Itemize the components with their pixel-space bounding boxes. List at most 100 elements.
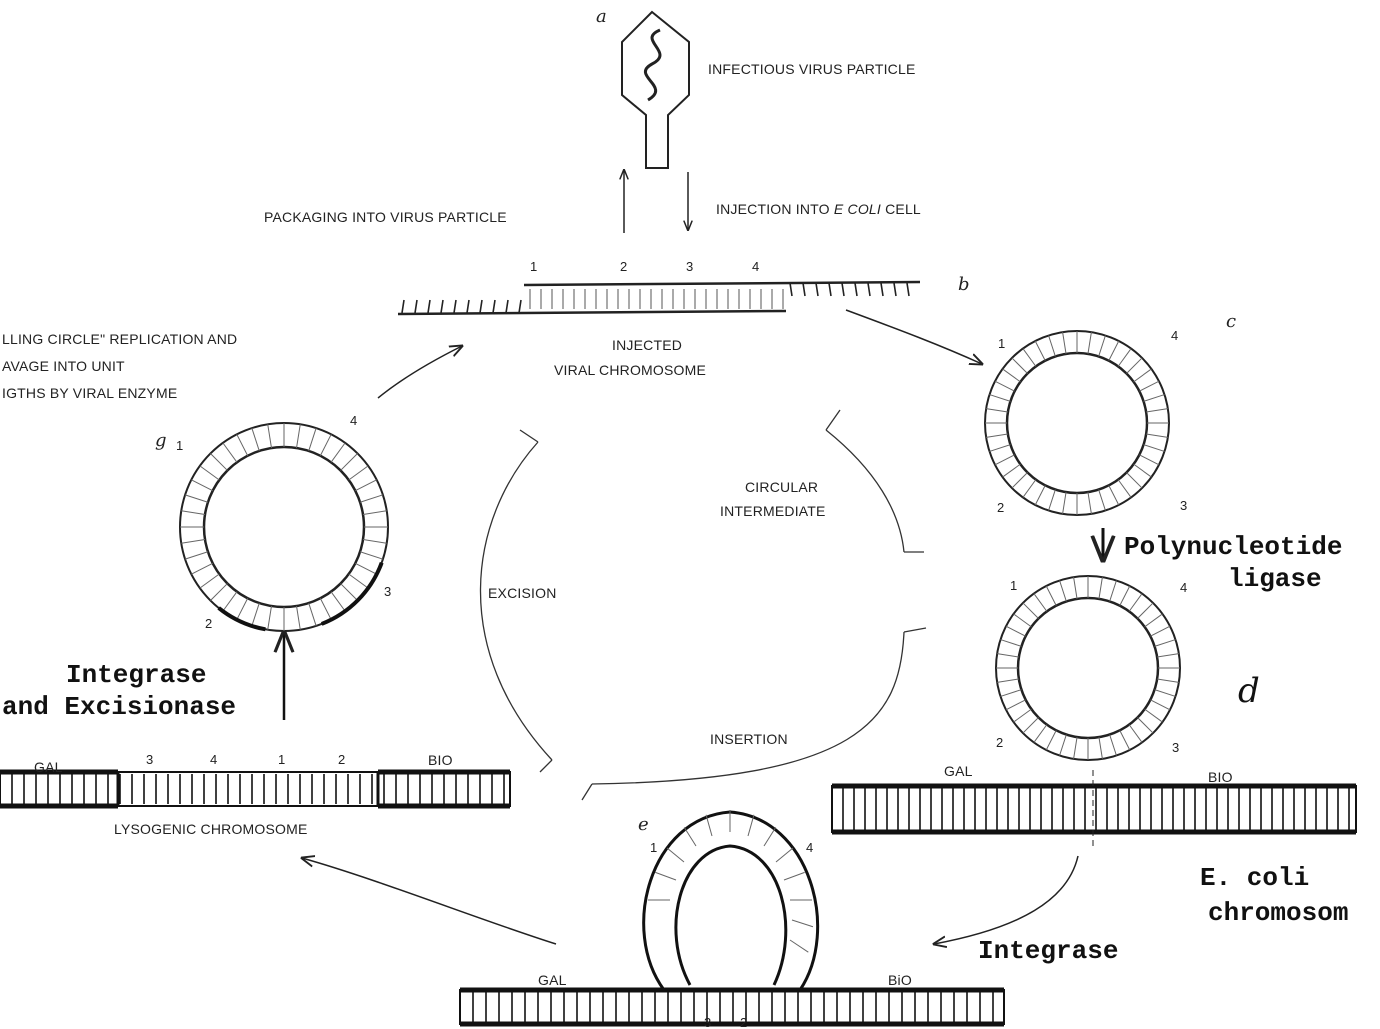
b-single-tick <box>480 300 482 313</box>
rolling-circle-line-2: AVAGE INTO UNIT <box>2 358 125 374</box>
ring-segment <box>986 409 1008 412</box>
ring-segment <box>363 511 387 515</box>
ring-segment <box>1110 581 1117 602</box>
bar-outline <box>0 772 510 806</box>
arrow-b-to-c <box>846 310 982 364</box>
ring-segment <box>309 428 316 451</box>
b-mark-2: 2 <box>620 259 627 274</box>
ring-segment <box>355 480 376 491</box>
ring-segment <box>320 598 331 619</box>
ring-segment <box>1129 725 1142 743</box>
ring-segment <box>185 552 208 559</box>
ring-segment <box>1120 586 1130 606</box>
ring-segment <box>237 434 248 455</box>
ring-segment <box>1109 485 1119 505</box>
ring-segment <box>1144 445 1165 452</box>
ring-segment <box>1129 594 1142 612</box>
ring-segment <box>1003 464 1021 477</box>
ring-segment <box>1023 717 1039 733</box>
ring-inner <box>204 447 364 607</box>
ring-segment <box>1063 492 1066 514</box>
injected-label-1: INJECTED <box>612 337 682 353</box>
label-d: d <box>1238 671 1260 711</box>
ring-segment <box>341 584 358 601</box>
c-mark-4: 4 <box>1171 328 1178 343</box>
ring-segment <box>349 574 368 588</box>
ring-segment <box>1035 341 1045 361</box>
ring-segment <box>341 453 358 470</box>
ring-segment <box>349 466 368 480</box>
ring-segment <box>1110 735 1117 756</box>
ring-segment <box>223 592 237 611</box>
integrase-label: Integrase <box>978 936 1118 966</box>
bar-outline <box>832 786 1356 832</box>
ring-segment <box>1099 490 1106 511</box>
lysogenic-label: LYSOGENIC CHROMOSOME <box>114 821 308 837</box>
ring-segment <box>1060 735 1067 756</box>
ring-segment <box>252 603 259 626</box>
ring-segment <box>1049 336 1056 357</box>
ring-segment <box>200 466 219 480</box>
ring-segment <box>331 592 345 611</box>
loop-segment <box>790 940 808 952</box>
b-single-tick <box>441 300 443 313</box>
circle-g <box>180 423 388 631</box>
bottom-chromosome <box>460 990 1004 1024</box>
b-mark-3: 3 <box>686 259 693 274</box>
ring-segment <box>191 563 212 574</box>
ring-segment <box>297 606 301 630</box>
b-single-tick <box>454 300 456 313</box>
rolling-circle-line-1: LLING CIRCLE" REPLICATION AND <box>2 331 237 347</box>
lyso-mark-2: 2 <box>338 752 345 767</box>
ring-segment <box>309 603 316 626</box>
loop-segment <box>706 815 712 836</box>
loop-segment <box>792 920 813 927</box>
ring-segment <box>1157 679 1179 682</box>
packaging-label: PACKAGING INTO VIRUS PARTICLE <box>264 209 507 225</box>
ring-segment <box>1074 737 1077 759</box>
ring-segment <box>210 453 227 470</box>
e-mark-2: 2 <box>740 1015 747 1029</box>
c-mark-1: 1 <box>998 336 1005 351</box>
ring-segment <box>1137 717 1153 733</box>
b-single-tick <box>803 283 805 296</box>
label-a: a <box>596 6 607 27</box>
ring-segment <box>997 679 1019 682</box>
ring-inner <box>1007 353 1147 493</box>
ring-segment <box>995 381 1015 391</box>
d-mark-2: 2 <box>996 735 1003 750</box>
d-mark-4: 4 <box>1180 580 1187 595</box>
arrow-d-to-e <box>934 856 1078 944</box>
label-b: b <box>958 274 970 295</box>
loop-inner <box>676 846 786 985</box>
ring-segment <box>1145 709 1163 722</box>
ring-segment <box>1014 614 1032 627</box>
ring-segment <box>1145 614 1163 627</box>
bottom-bio: BiO <box>888 972 912 988</box>
ring-segment <box>252 428 259 451</box>
ring-segment <box>1063 332 1066 354</box>
circle-d <box>996 576 1180 760</box>
d-mark-1: 1 <box>1010 578 1017 593</box>
label-g: g <box>155 430 167 451</box>
b-single-tick <box>415 300 417 313</box>
b-single-tick <box>894 283 896 296</box>
b-single-tick <box>402 300 404 313</box>
b-single-tick <box>467 300 469 313</box>
ring-segment <box>1034 725 1047 743</box>
cycle-arcs <box>480 410 926 800</box>
loop-segment <box>655 872 676 880</box>
loop-segment <box>784 872 805 880</box>
loop-segment <box>764 827 776 846</box>
ring-segment <box>185 495 208 502</box>
ring-segment <box>1137 603 1153 619</box>
ring-segment <box>237 598 248 619</box>
g-mark-3: 3 <box>384 584 391 599</box>
ring-segment <box>355 563 376 574</box>
polynucleotide-label: Polynucleotide <box>1124 532 1342 562</box>
ring-segment <box>360 552 383 559</box>
ring-segment <box>1012 358 1028 374</box>
ligase-label: ligase <box>1228 564 1322 594</box>
ring-segment <box>1049 490 1056 511</box>
